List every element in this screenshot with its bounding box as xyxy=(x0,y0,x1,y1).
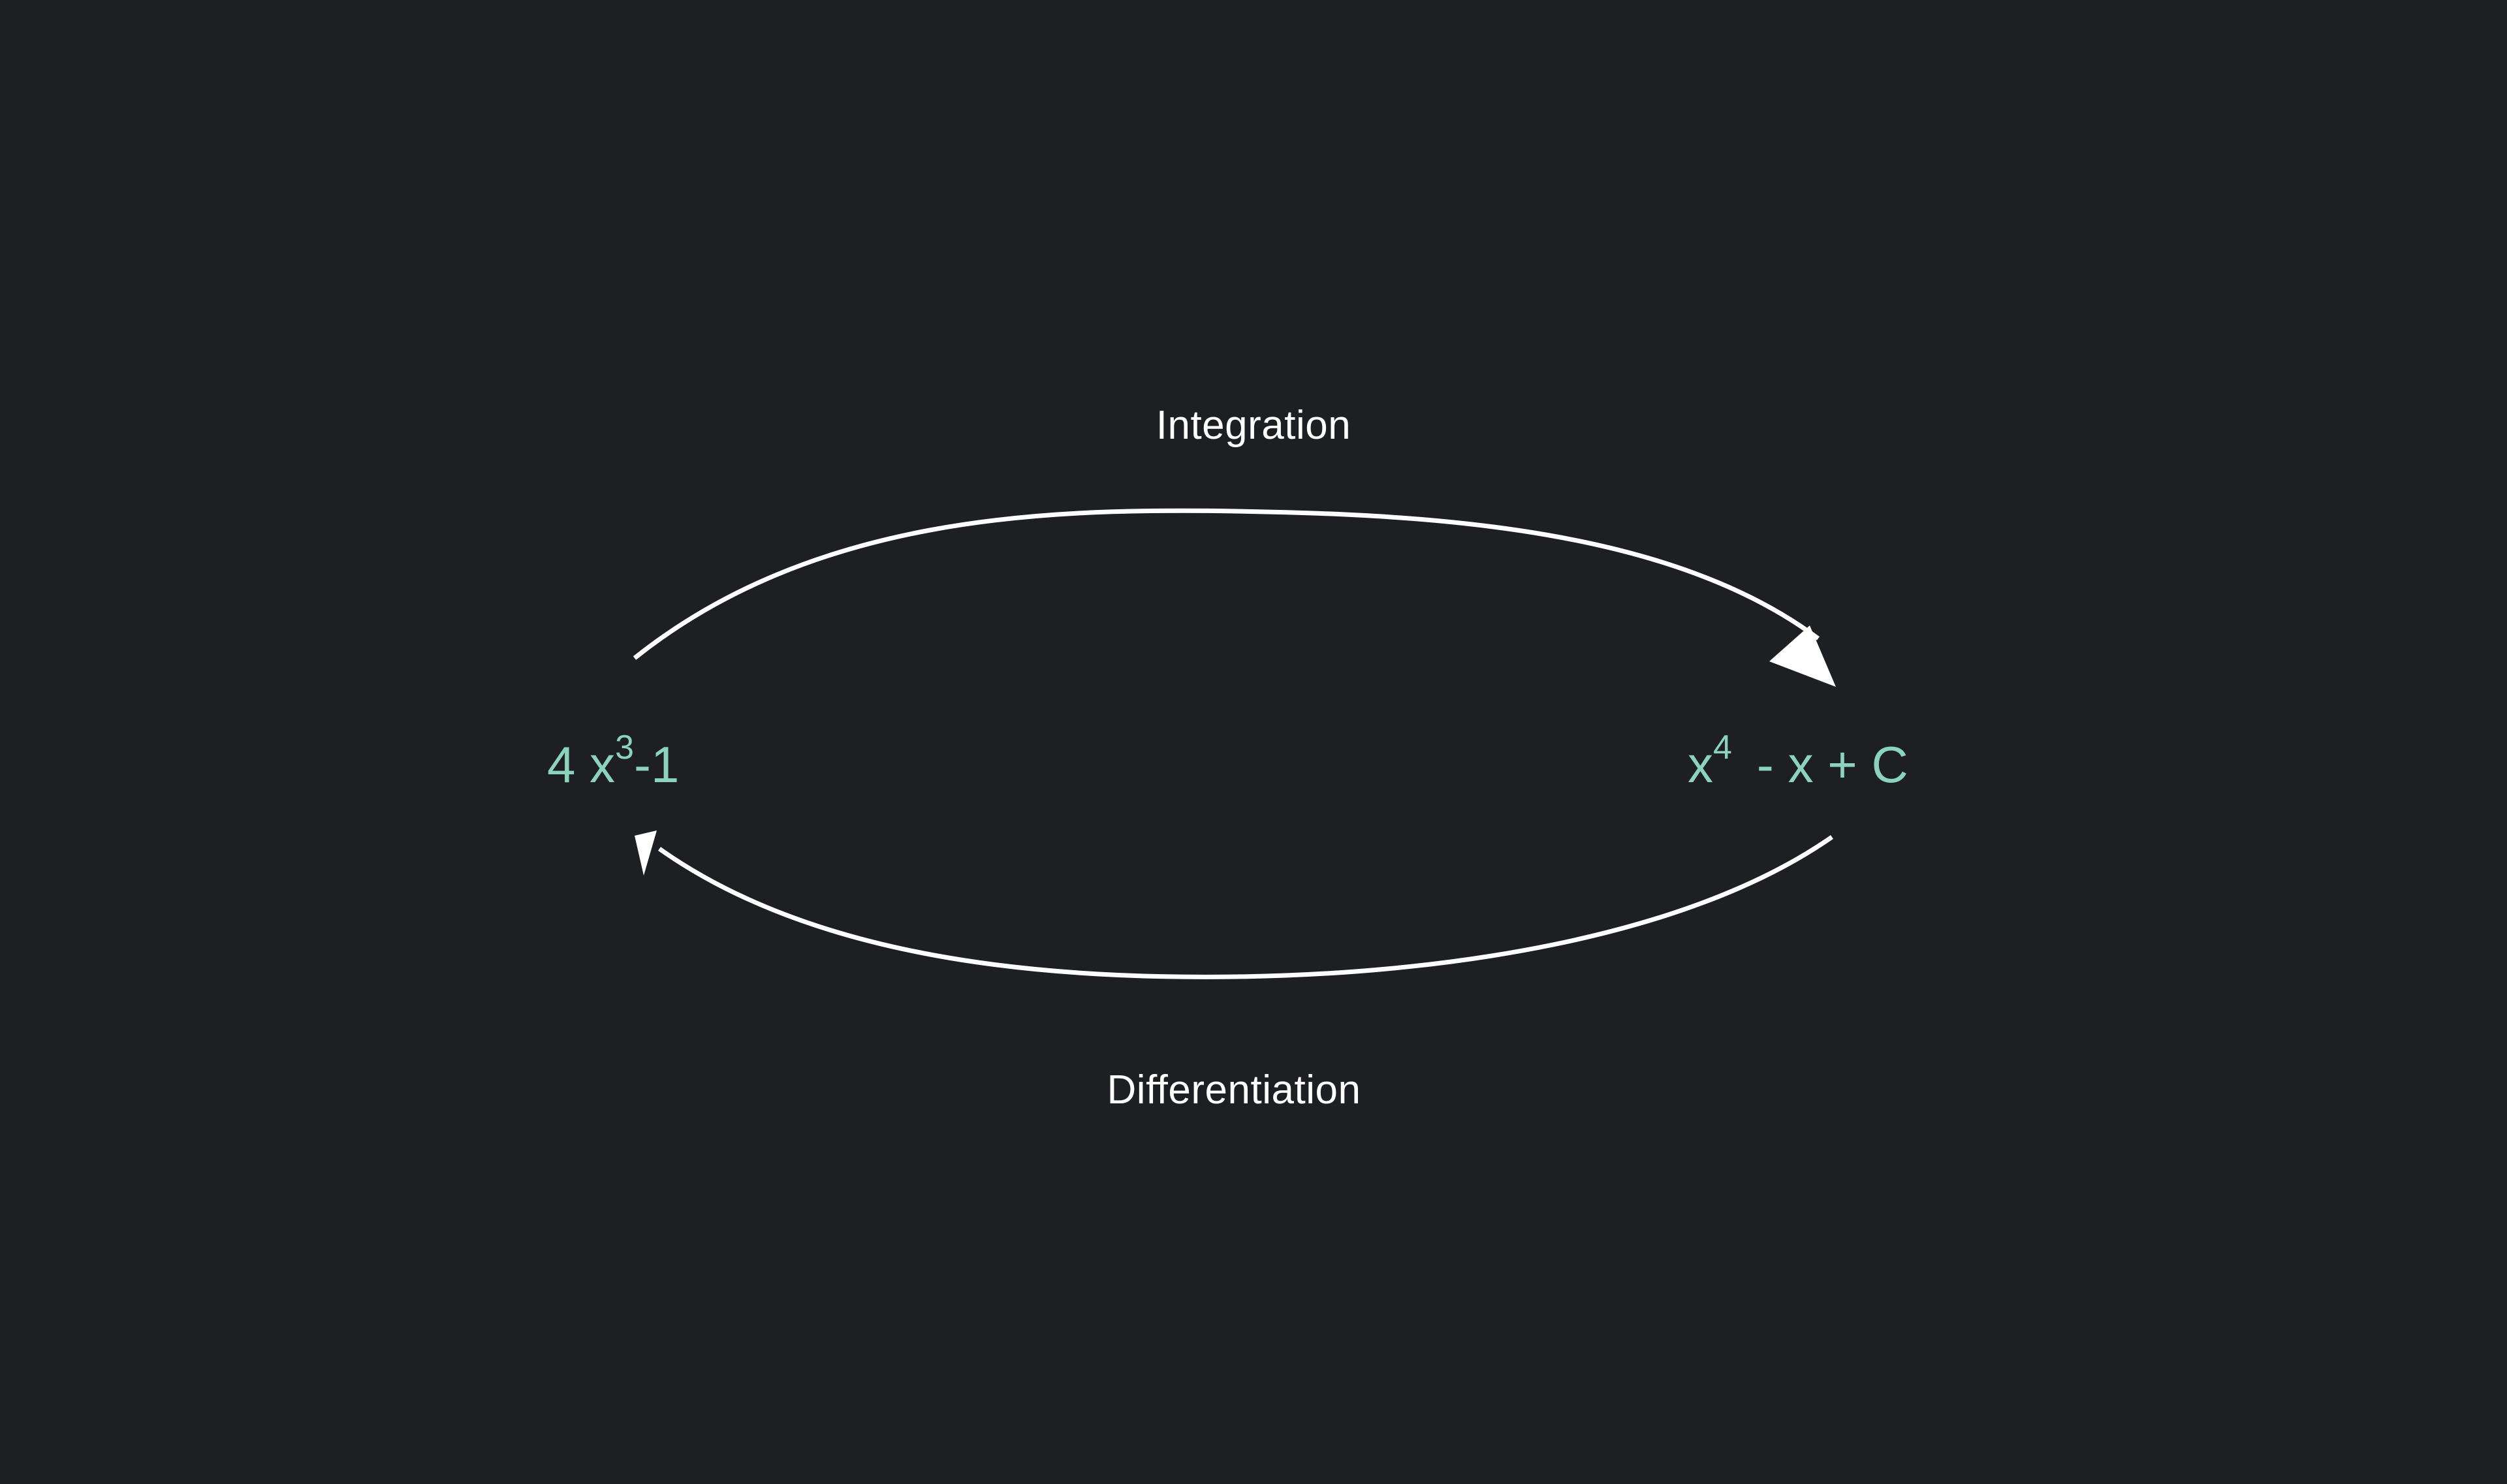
differentiation-label: Differentiation xyxy=(1107,1067,1361,1113)
antiderivative-expression: x4 - x + C xyxy=(1688,729,1908,793)
antiderivative-exponent: 4 xyxy=(1713,729,1732,766)
derivative-exponent: 3 xyxy=(615,729,634,766)
integration-arc-path xyxy=(633,508,1820,660)
differentiation-arc-path xyxy=(657,835,1834,979)
differentiation-arrowhead-icon xyxy=(635,830,657,876)
antiderivative-base: x xyxy=(1688,736,1713,793)
derivative-tail: -1 xyxy=(634,736,679,793)
integration-label: Integration xyxy=(1156,403,1351,448)
derivative-base: 4 x xyxy=(547,736,615,793)
differentiation-arrow-group[interactable] xyxy=(635,830,1834,979)
integration-arrow-group[interactable] xyxy=(633,508,1836,687)
integration-arrowhead-icon xyxy=(1769,625,1836,687)
derivative-expression: 4 x3-1 xyxy=(547,729,679,793)
antiderivative-tail: - x + C xyxy=(1757,736,1908,793)
